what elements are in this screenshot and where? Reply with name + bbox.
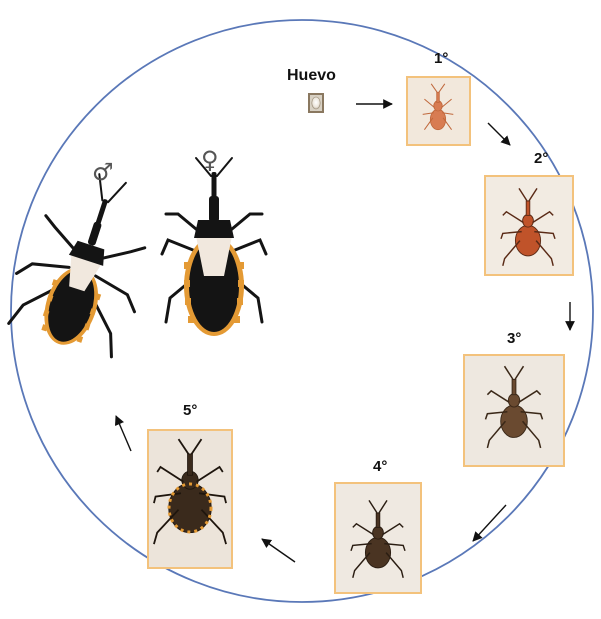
stage-5-label: 5° (183, 403, 197, 418)
stage-3-label: 3° (507, 331, 521, 346)
stage-1-label: 1° (434, 51, 448, 66)
male-symbol: ♂ (92, 160, 114, 184)
arrow-4-to-5 (262, 539, 295, 562)
stage-4-photo (335, 483, 421, 593)
stage-5-photo (148, 430, 232, 568)
male-adult-bug (0, 159, 172, 363)
stage-2-label: 2° (534, 151, 548, 166)
female-symbol: ♀ (201, 148, 219, 172)
stage-2-photo (485, 176, 573, 275)
stage-4-label: 4° (373, 459, 387, 474)
egg-photo (308, 93, 324, 113)
female-adult-bug (162, 158, 266, 336)
egg-label: Huevo (287, 68, 336, 84)
stage-3-photo (464, 355, 564, 466)
arrow-1-to-2 (488, 123, 510, 145)
arrow-5-to-adults (116, 416, 131, 451)
stage-1-photo (407, 77, 470, 145)
